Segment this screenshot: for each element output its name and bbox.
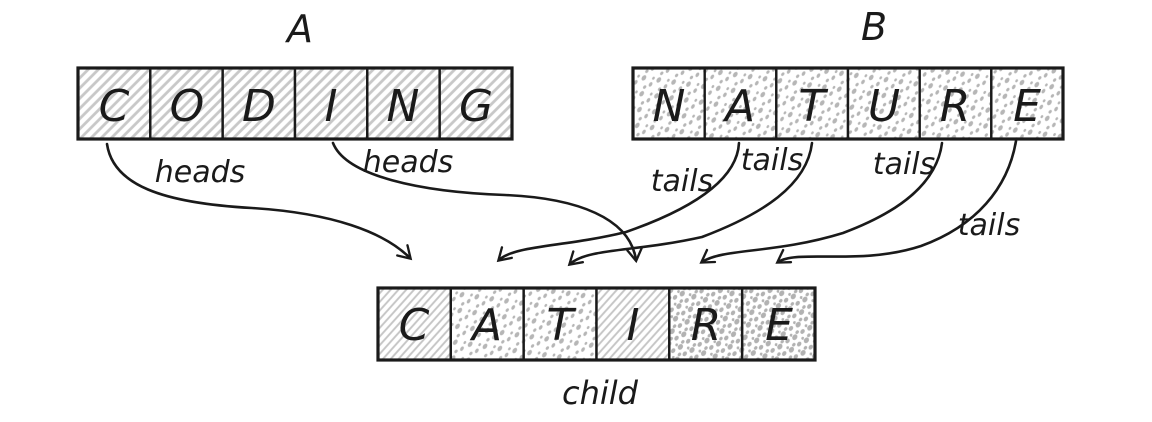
parent-b-letter: U	[868, 81, 900, 132]
child-letter: I	[627, 300, 640, 351]
arrow-heads-i-to-4	[331, 141, 643, 264]
child-letter: T	[547, 300, 577, 351]
child-letter: C	[399, 300, 430, 351]
parent-a-chromosome: C O D I N G	[76, 66, 514, 141]
coin-label-tails-4: tails	[958, 208, 1020, 243]
parent-a-letter: N	[387, 81, 420, 132]
child-cell-from-b	[449, 286, 525, 362]
child-letter: E	[765, 300, 793, 351]
arrow-heads-c-to-1	[105, 142, 413, 261]
child-letter: R	[691, 300, 722, 351]
child-cell-from-b	[668, 286, 744, 362]
parent-a-letter: O	[170, 81, 205, 132]
coin-label-heads-1: heads	[155, 155, 246, 190]
coin-label-tails-1: tails	[651, 164, 713, 199]
child-label: child	[562, 374, 639, 412]
coin-label-tails-3: tails	[873, 147, 935, 182]
parent-a-letter: C	[99, 81, 130, 132]
arrow-tails-a-to-2	[496, 141, 741, 263]
arrow-tails-e-to-6	[775, 139, 1018, 264]
parent-a-letter: I	[325, 81, 338, 132]
child-cell-from-b	[741, 286, 817, 362]
arrow-tails-t-to-3	[567, 141, 814, 267]
child-chromosome: C A T I R E	[376, 286, 817, 362]
parent-b-border	[631, 66, 1065, 141]
parent-b-letter: E	[1013, 81, 1041, 132]
parent-b-letter: T	[799, 81, 829, 132]
parent-b-label: B	[861, 5, 887, 49]
child-cell-from-b	[522, 286, 598, 362]
parent-a-letter: G	[459, 81, 493, 132]
parent-b-letter: R	[940, 81, 971, 132]
parent-a-label: A	[284, 7, 313, 51]
parent-b-chromosome: N A T U R E	[631, 66, 1065, 141]
coin-label-tails-2: tails	[741, 143, 803, 178]
parent-a-border	[76, 66, 514, 141]
parent-a-cell	[438, 66, 514, 141]
child-letter: A	[469, 300, 502, 351]
child-border	[376, 286, 817, 362]
coin-label-heads-2: heads	[363, 145, 454, 180]
parent-b-cell	[703, 66, 778, 141]
parent-b-letter: N	[653, 81, 686, 132]
parent-b-cell	[990, 66, 1065, 141]
crossover-arrows	[105, 139, 1018, 267]
parent-b-letter: A	[722, 81, 755, 132]
parent-a-letter: D	[242, 81, 276, 132]
parent-b-cell	[918, 66, 993, 141]
parent-b-cell	[775, 66, 850, 141]
arrow-tails-r-to-5	[699, 141, 944, 264]
